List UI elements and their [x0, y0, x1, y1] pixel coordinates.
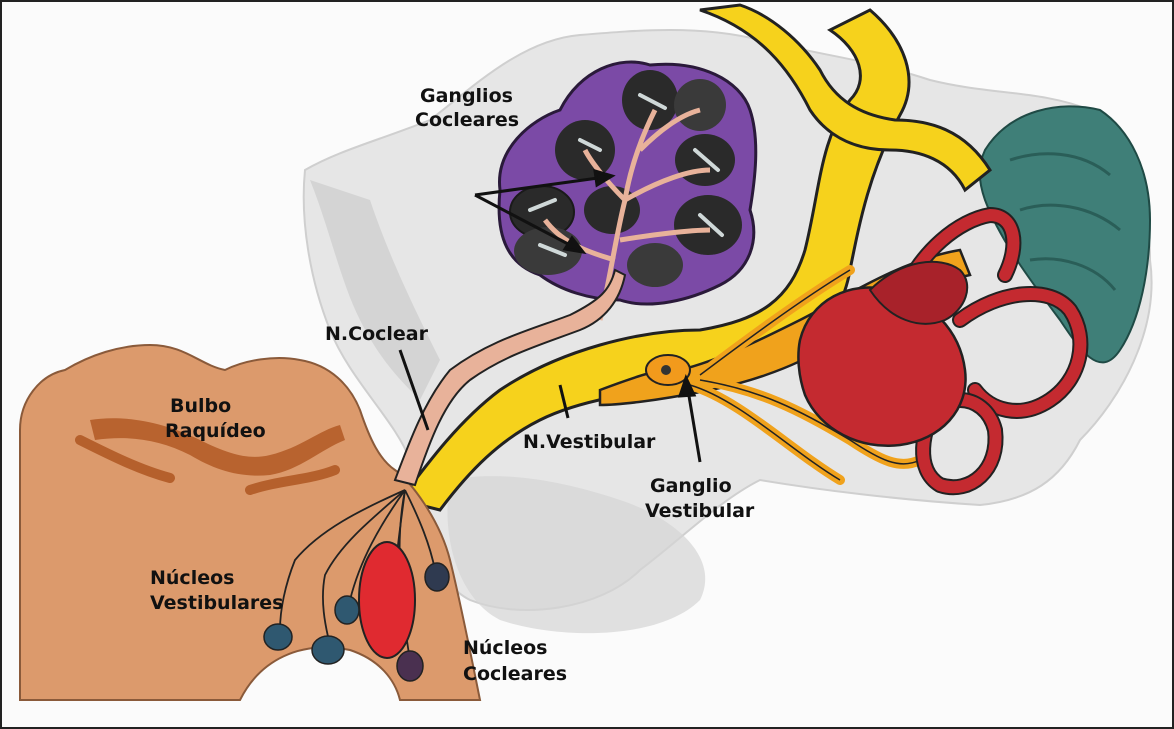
label-nucleos-cocleares-2: Cocleares	[463, 663, 567, 685]
vestibular-nucleus	[264, 624, 292, 650]
vestibular-nucleus	[335, 596, 359, 624]
label-nucleos-cocleares-1: Núcleos	[463, 637, 547, 659]
label-ganglio: Ganglio	[650, 475, 732, 497]
label-nucleos-vestibulares-2: Vestibulares	[150, 592, 283, 614]
label-ganglios-cocleares-1: Ganglios	[420, 85, 513, 107]
cochlear-nucleus-large	[359, 542, 415, 658]
cochlear-nucleus-small	[397, 651, 423, 681]
label-bulbo: Bulbo	[170, 395, 231, 417]
label-n-coclear: N.Coclear	[325, 323, 429, 345]
label-vestibular: Vestibular	[645, 500, 755, 522]
label-ganglios-cocleares-2: Cocleares	[415, 109, 519, 131]
vestibular-nucleus	[312, 636, 344, 664]
label-nucleos-vestibulares-1: Núcleos	[150, 567, 234, 589]
label-raquideo: Raquídeo	[165, 420, 266, 442]
label-n-vestibular: N.Vestibular	[523, 431, 656, 453]
cochlear-nucleus-small	[425, 563, 449, 591]
